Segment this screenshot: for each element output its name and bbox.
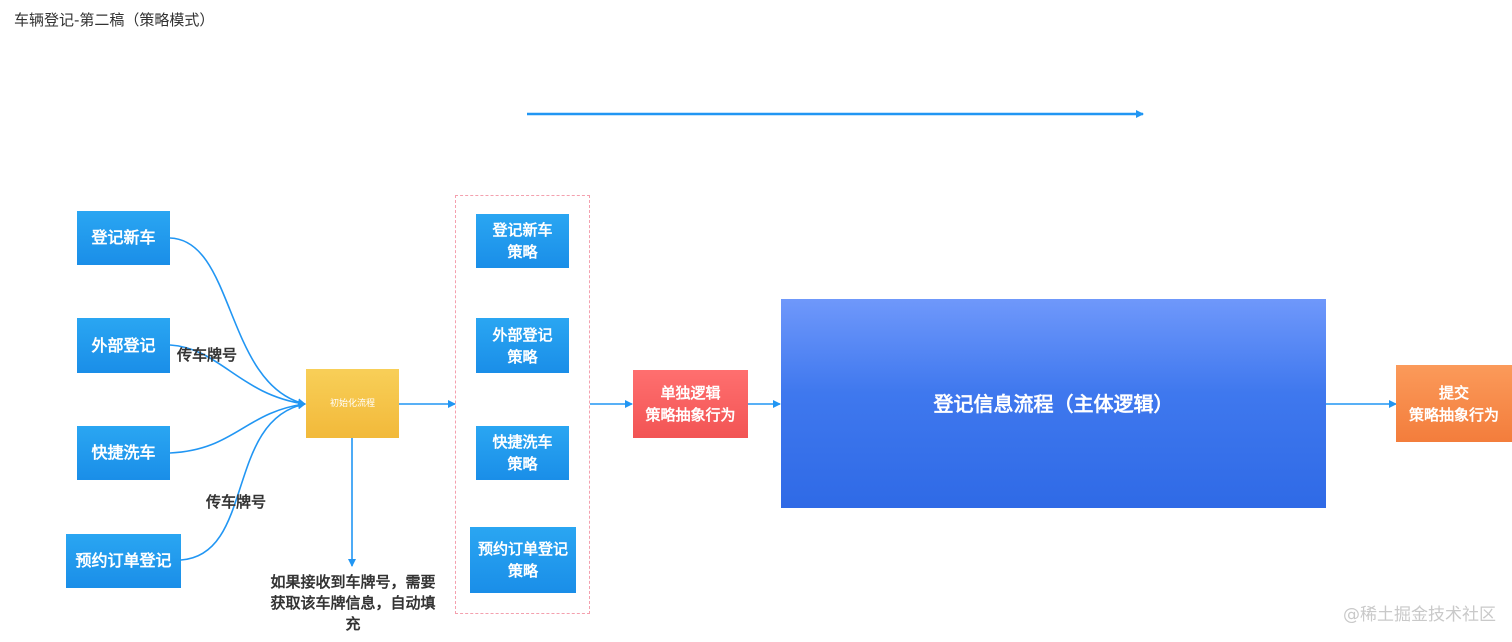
edge-new-to-init xyxy=(169,237,306,407)
separate-logic-box: 单独逻辑 策略抽象行为 xyxy=(633,370,748,438)
edge-label-plate-2: 传车牌号 xyxy=(206,493,267,511)
strategy-line1: 外部登记 xyxy=(492,325,553,344)
strategy-quick-wash: 快捷洗车 策略 xyxy=(476,426,569,480)
strategy-line2: 策略 xyxy=(507,455,538,473)
watermark: @稀土掘金技术社区 xyxy=(1343,605,1496,625)
init-label: 初始化流程 xyxy=(329,398,375,409)
strategy-line2: 策略 xyxy=(507,347,538,366)
init-process-box: 初始化流程 xyxy=(306,369,399,438)
strategy-line2: 策略 xyxy=(507,243,538,261)
diagram-title: 车辆登记-第二稿（策略模式） xyxy=(14,11,215,29)
source-label: 登记新车 xyxy=(91,228,156,247)
strategy-register-new-car: 登记新车 策略 xyxy=(476,214,569,268)
submit-box: 提交 策略抽象行为 xyxy=(1396,365,1512,442)
strategy-line1: 预约订单登记 xyxy=(477,540,568,558)
main-process-box: 登记信息流程（主体逻辑） xyxy=(781,299,1326,508)
strategy-external-register: 外部登记 策略 xyxy=(476,318,569,373)
source-label: 预约订单登记 xyxy=(75,551,172,570)
submit-line2: 策略抽象行为 xyxy=(1408,405,1499,424)
edge-external-to-init xyxy=(169,344,306,407)
strategy-line2: 策略 xyxy=(507,562,538,580)
edge-order-to-init xyxy=(180,401,306,561)
source-appointment-order: 预约订单登记 xyxy=(66,534,181,588)
source-quick-wash: 快捷洗车 xyxy=(77,426,170,480)
strategy-group xyxy=(455,195,590,614)
strategy-appointment-order: 预约订单登记 策略 xyxy=(470,527,576,593)
source-external-register: 外部登记 xyxy=(77,318,170,373)
edge-wash-to-init xyxy=(169,400,306,454)
source-register-new-car: 登记新车 xyxy=(77,211,170,265)
edge-label-plate-1: 传车牌号 xyxy=(177,346,238,364)
source-label: 快捷洗车 xyxy=(91,443,156,462)
plate-note: 如果接收到车牌号，需要获取该车牌信息，自动填充 xyxy=(270,573,436,633)
separate-line1: 单独逻辑 xyxy=(660,384,721,402)
source-label: 外部登记 xyxy=(91,335,156,355)
strategy-line1: 快捷洗车 xyxy=(492,433,553,451)
strategy-line1: 登记新车 xyxy=(492,221,553,239)
main-label: 登记信息流程（主体逻辑） xyxy=(933,391,1174,416)
submit-line1: 提交 xyxy=(1438,383,1469,402)
separate-line2: 策略抽象行为 xyxy=(645,406,736,424)
